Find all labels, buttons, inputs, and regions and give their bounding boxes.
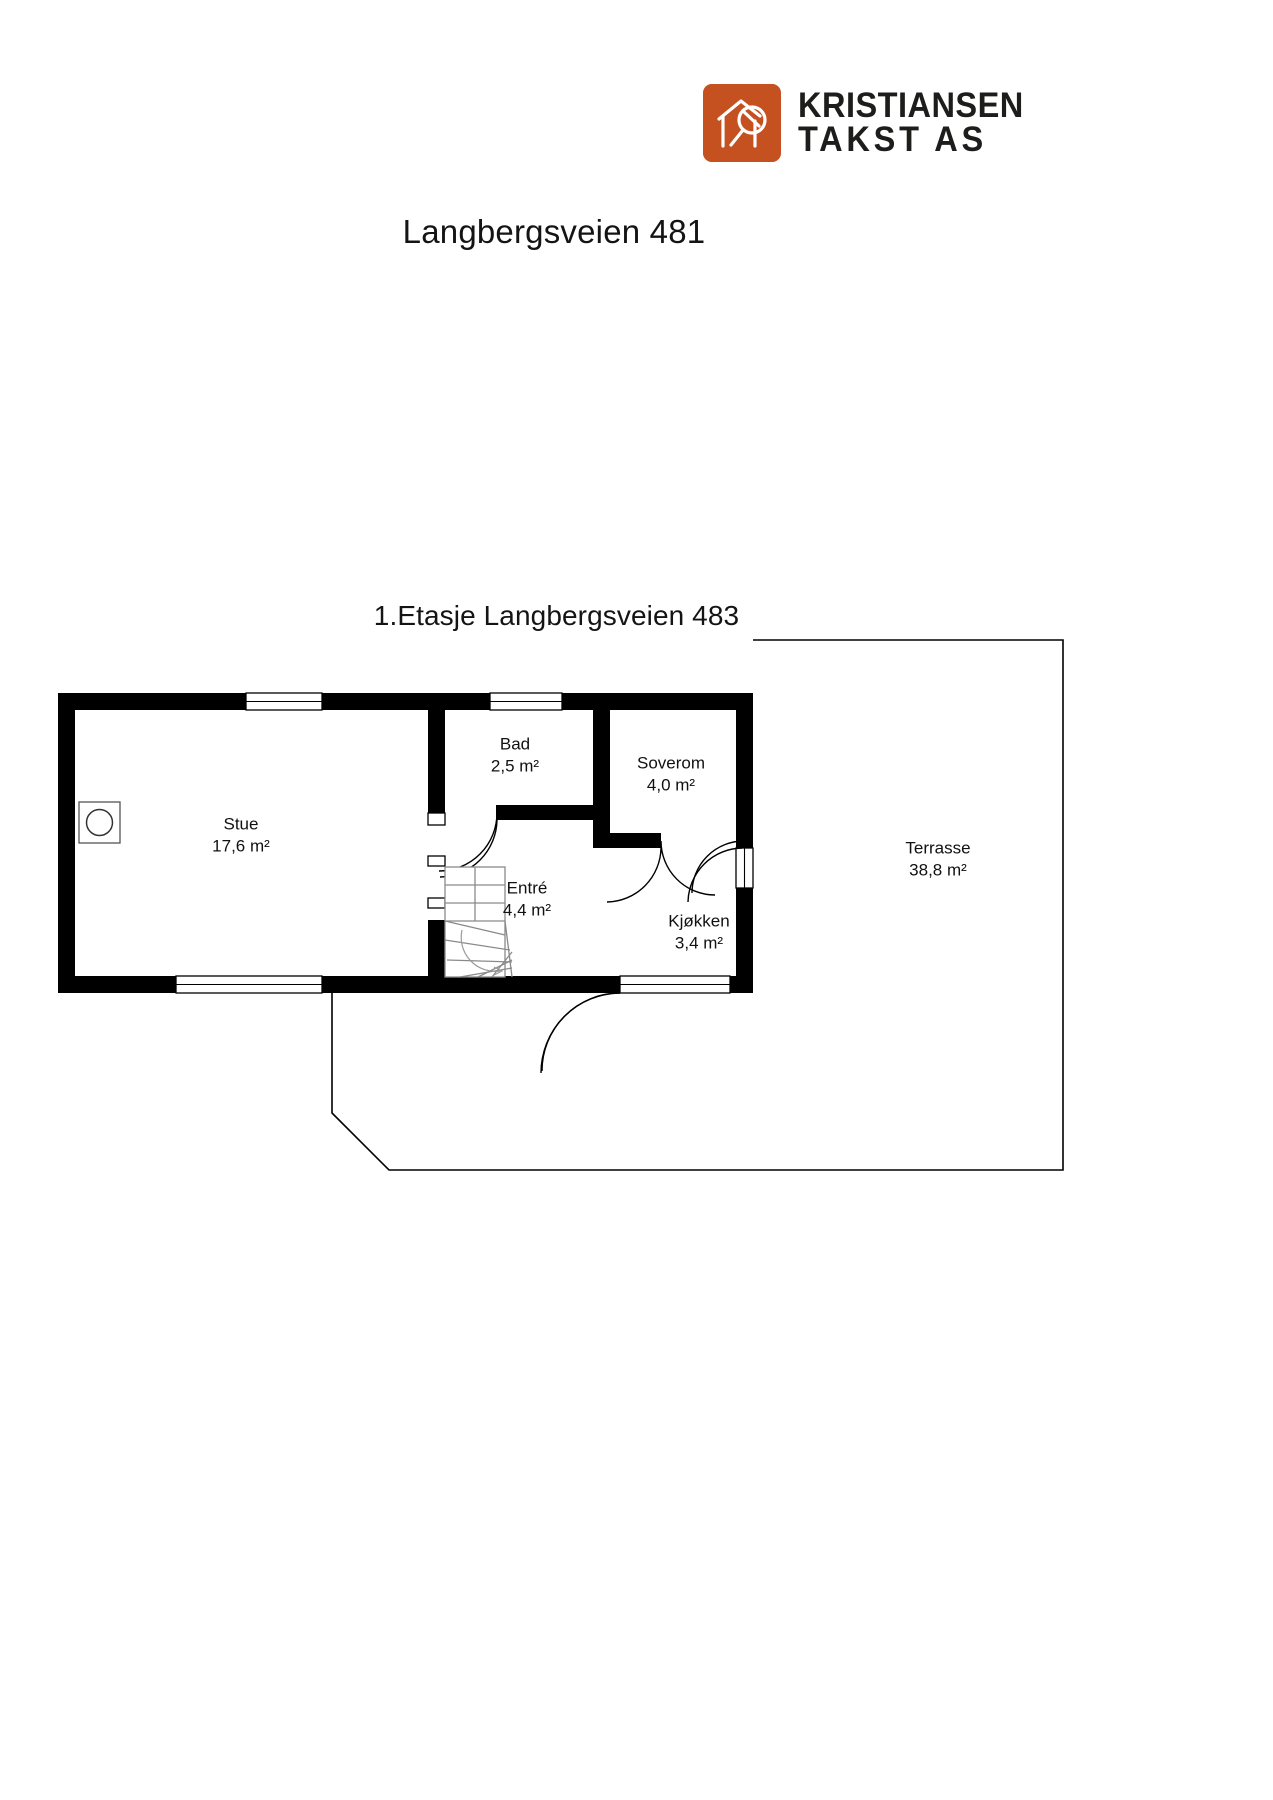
wordmark-line-1: KRISTIANSEN [798,86,1024,126]
windows [175,692,754,994]
room-name-bad: Bad [500,734,530,753]
room-labels: Stue 17,6 m² Bad 2,5 m² Soverom 4,0 m² E… [212,734,970,952]
wordmark-line-2: TAKST AS [798,120,987,159]
interior-walls [428,693,661,993]
exterior-walls [58,693,753,993]
room-name-kjokken: Kjøkken [668,911,729,930]
room-name-soverom: Soverom [637,753,705,772]
room-name-entre: Entré [507,878,548,897]
wood-stove-icon [78,801,121,844]
page-title: Langbergsveien 481 [402,213,706,250]
company-wordmark: KRISTIANSEN TAKST AS [798,86,1041,159]
room-area-kjokken: 3,4 m² [675,933,724,952]
terrace-outline [331,639,1064,1171]
staircase [444,866,513,978]
room-name-stue: Stue [224,814,259,833]
house-magnifier-icon [703,84,781,162]
room-area-soverom: 4,0 m² [647,775,696,794]
company-logo: KRISTIANSEN TAKST AS [703,84,1041,162]
room-area-stue: 17,6 m² [212,836,270,855]
room-name-terrasse: Terrasse [905,838,970,857]
room-area-terrasse: 38,8 m² [909,860,967,879]
floor-plan: Stue 17,6 m² Bad 2,5 m² Soverom 4,0 m² E… [0,630,1273,1200]
floor-plan-drawing: Stue 17,6 m² Bad 2,5 m² Soverom 4,0 m² E… [58,639,1064,1171]
plan-title: 1.Etasje Langbergsveien 483 [373,600,740,631]
wall-openings [427,812,446,909]
room-area-entre: 4,4 m² [503,900,552,919]
room-area-bad: 2,5 m² [491,756,540,775]
